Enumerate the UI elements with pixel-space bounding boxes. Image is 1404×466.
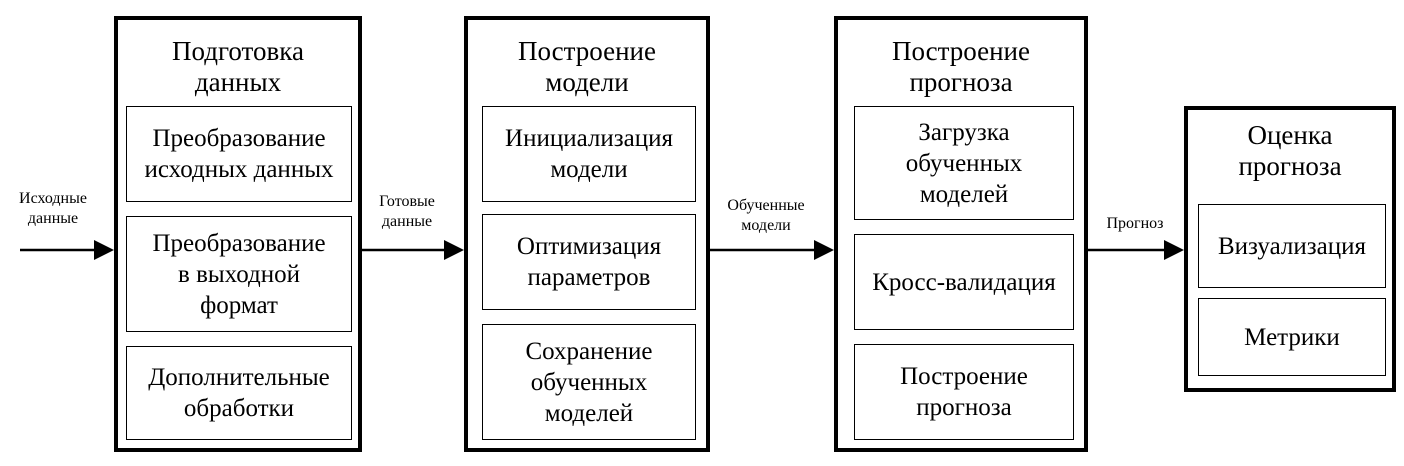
step-label: Преобразование исходных данных xyxy=(144,125,334,183)
stage-title: Подготовка данных xyxy=(172,36,304,97)
step-box: Сохранение обученных моделей xyxy=(482,324,696,440)
step-label: Преобразование в выходной формат xyxy=(152,229,326,319)
flow-label-trained: Обученные модели xyxy=(727,197,805,234)
flow-label-input: Исходные данные xyxy=(19,190,87,227)
step-box: Кросс-валидация xyxy=(854,234,1074,330)
flow-label-forecast: Прогноз xyxy=(1106,215,1164,232)
step-box: Метрики xyxy=(1198,298,1386,376)
step-box: Загрузка обученных моделей xyxy=(854,106,1074,220)
flow-label-prepared: Готовые данные xyxy=(379,193,435,230)
step-box: Визуализация xyxy=(1198,204,1386,288)
step-box: Дополнительные обработки xyxy=(126,346,352,440)
arrow-trained-head xyxy=(814,240,834,260)
step-label: Построение прогноза xyxy=(900,363,1028,421)
stage-title: Построение модели xyxy=(518,36,656,97)
arrow-input-head xyxy=(94,240,114,260)
step-label: Метрики xyxy=(1244,323,1340,351)
step-label: Оптимизация параметров xyxy=(516,233,662,291)
step-label: Инициализация модели xyxy=(505,125,673,183)
step-box: Построение прогноза xyxy=(854,344,1074,440)
stage-forecast-evaluation: Оценка прогноза Визуализация Метрики xyxy=(1184,106,1396,392)
stage-model-building: Построение модели Инициализация модели О… xyxy=(464,16,710,452)
step-box: Оптимизация параметров xyxy=(482,214,696,310)
step-label: Загрузка обученных моделей xyxy=(905,118,1023,208)
arrow-prepared-head xyxy=(444,240,464,260)
arrow-forecast-head xyxy=(1164,240,1184,260)
step-box: Преобразование в выходной формат xyxy=(126,216,352,332)
step-label: Дополнительные обработки xyxy=(148,364,330,422)
stage-forecast-building: Построение прогноза Загрузка обученных м… xyxy=(834,16,1088,452)
step-box: Инициализация модели xyxy=(482,106,696,202)
step-box: Преобразование исходных данных xyxy=(126,106,352,202)
step-label: Кросс-валидация xyxy=(872,268,1056,296)
stage-title: Построение прогноза xyxy=(892,36,1030,97)
stage-title: Оценка прогноза xyxy=(1238,120,1342,181)
step-label: Сохранение обученных моделей xyxy=(525,337,653,427)
step-label: Визуализация xyxy=(1218,232,1366,260)
stage-data-preparation: Подготовка данных Преобразование исходны… xyxy=(114,16,362,452)
